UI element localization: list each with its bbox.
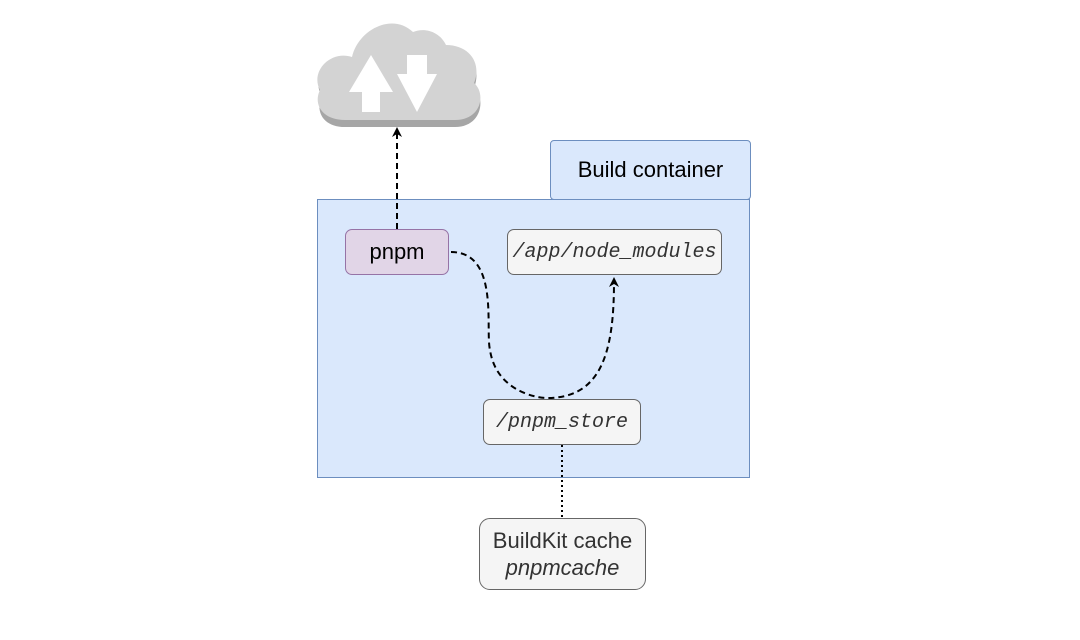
buildkit-cache-node: BuildKit cache pnpmcache xyxy=(479,518,646,590)
pnpm-node: pnpm xyxy=(345,229,449,275)
buildkit-cache-name: pnpmcache xyxy=(505,555,620,580)
buildkit-cache-title: BuildKit cache xyxy=(492,528,633,553)
node-modules-node: /app/node_modules xyxy=(507,229,722,275)
cloud-upload-download-icon xyxy=(317,23,481,127)
build-container-label: Build container xyxy=(550,140,751,200)
connector-pnpm-store-node-modules xyxy=(450,251,619,400)
pnpm-store-node: /pnpm_store xyxy=(483,399,641,445)
